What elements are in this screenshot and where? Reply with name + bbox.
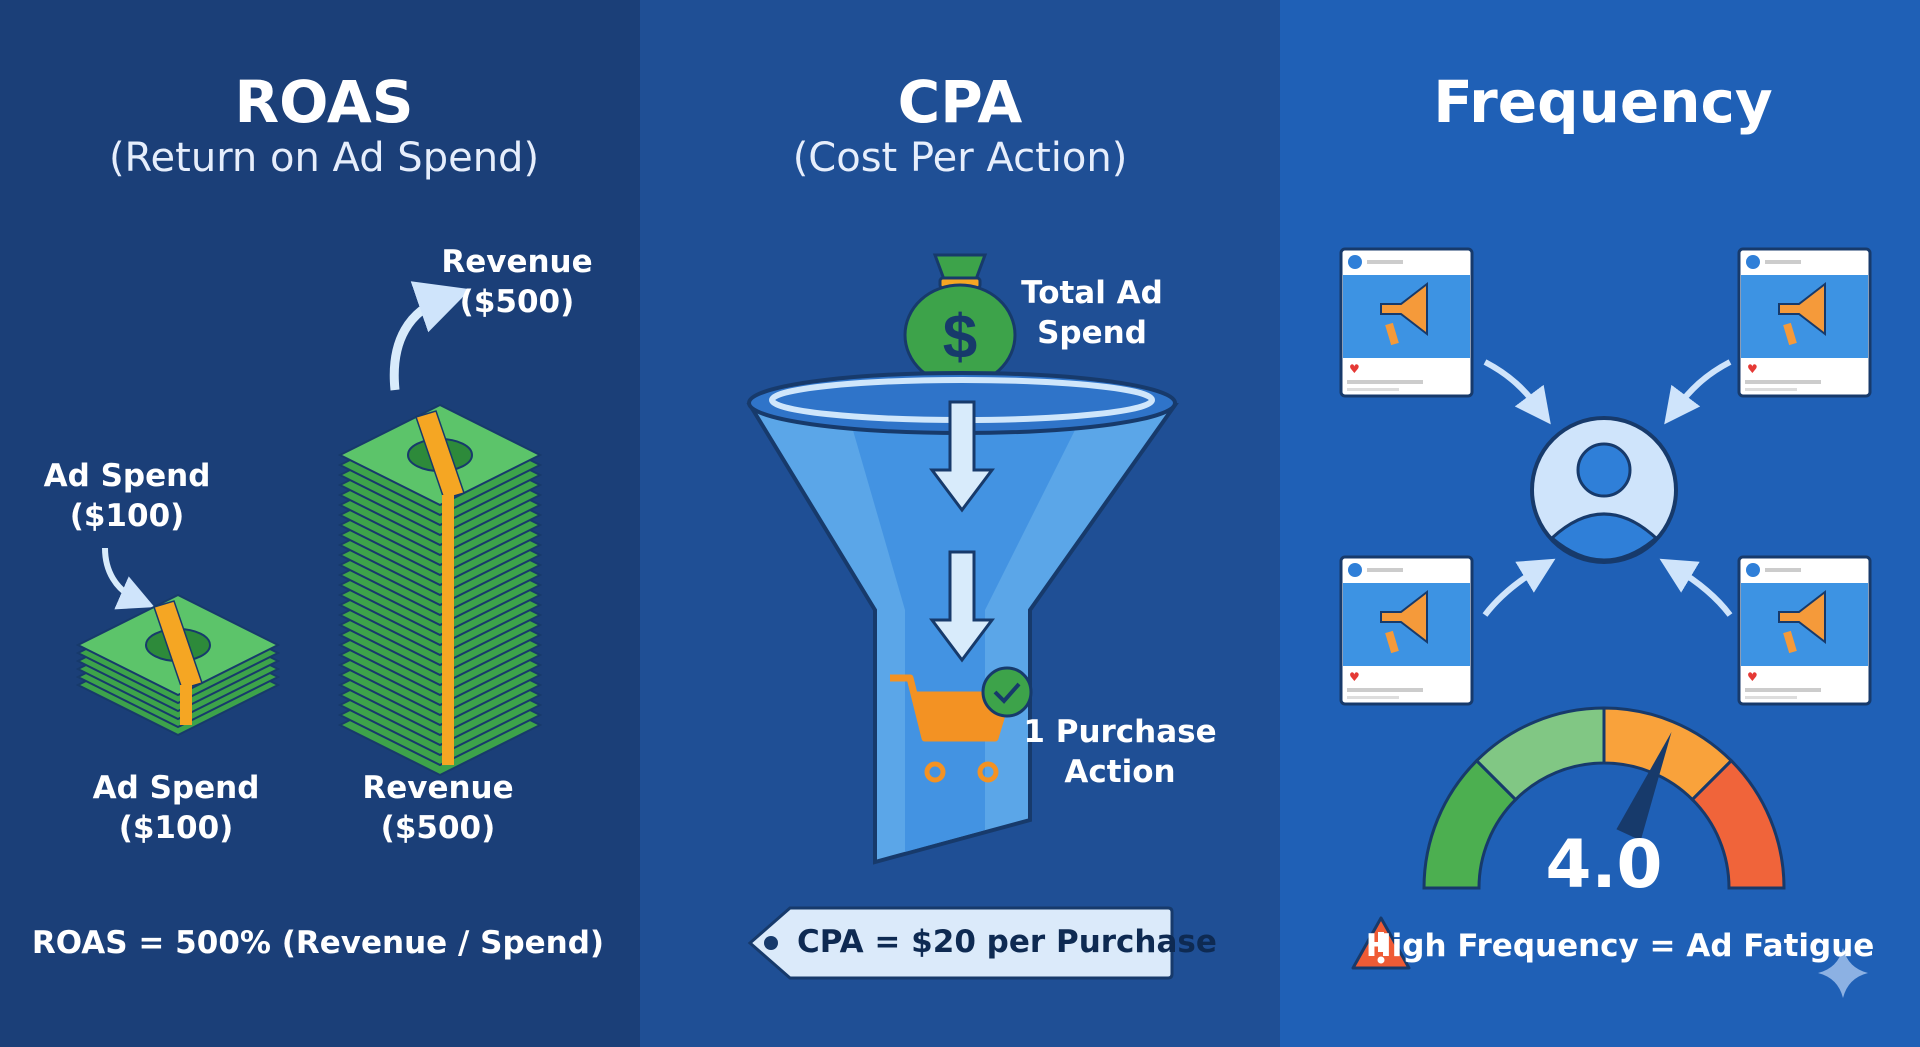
megaphone-handle (1385, 322, 1399, 346)
cpa-title: CPA (897, 68, 1023, 136)
revenue-callout-amount: ($500) (459, 284, 575, 320)
curved-arrow-icon (389, 281, 471, 391)
social-post-card: ♥ (1737, 555, 1872, 706)
cpa-subtitle: (Cost Per Action) (792, 135, 1128, 181)
curved-arrow-icon (102, 547, 155, 610)
warning-icon (1351, 916, 1411, 970)
adspend-callout: Ad Spend ($100) (44, 456, 211, 536)
roas-title: ROAS (234, 68, 414, 136)
revenue-callout-label: Revenue (441, 244, 593, 280)
adspend-label: Ad Spend ($100) (93, 768, 260, 848)
down-arrow-icon (929, 400, 995, 513)
money-band (415, 410, 465, 500)
post-caption-line (1745, 380, 1821, 384)
adspend-callout-label: Ad Spend (43, 458, 211, 494)
money-bag-icon: $ (903, 253, 1017, 387)
heart-icon: ♥ (1349, 362, 1360, 376)
money-band-side (180, 685, 192, 725)
price-tag-shape (747, 906, 1174, 980)
adspend-callout-amount: ($100) (69, 498, 185, 534)
adspend-label-text: Ad Spend (92, 770, 260, 806)
svg-text:$: $ (943, 303, 977, 372)
revenue-label: Revenue ($500) (362, 768, 513, 848)
post-header-line (1765, 260, 1801, 264)
post-header-line (1367, 260, 1403, 264)
post-caption-line (1745, 696, 1797, 699)
revenue-label-text: Revenue (362, 770, 514, 806)
gauge-segment (1690, 758, 1786, 890)
megaphone-handle (1385, 630, 1399, 654)
megaphone-icon (1380, 281, 1428, 337)
revenue-label-amount: ($500) (380, 810, 496, 846)
tag-hole-icon (764, 936, 778, 950)
post-caption-line (1745, 388, 1797, 391)
frequency-warning: High Frequency = Ad Fatigue (1365, 928, 1875, 964)
money-band (153, 600, 203, 690)
purchase-action-line2: Action (1064, 754, 1176, 790)
roas-formula: ROAS = 500% (Revenue / Spend) (31, 925, 605, 961)
post-header-line (1765, 568, 1801, 572)
heart-icon: ♥ (1349, 670, 1360, 684)
social-post-card: ♥ (1339, 247, 1474, 398)
revenue-callout: Revenue ($500) (441, 242, 592, 322)
social-post-card: ♥ (1339, 555, 1474, 706)
post-caption-line (1347, 696, 1399, 699)
money-stack-small-icon (75, 593, 281, 737)
post-avatar-icon (1746, 563, 1760, 577)
roas-subtitle: (Return on Ad Spend) (108, 135, 540, 181)
frequency-title: Frequency (1433, 68, 1773, 136)
post-caption-line (1347, 388, 1399, 391)
post-avatar-icon (1348, 255, 1362, 269)
money-band-side (442, 495, 454, 765)
post-caption-line (1347, 380, 1423, 384)
megaphone-icon (1778, 281, 1826, 337)
social-post-card: ♥ (1737, 247, 1872, 398)
total-ad-spend-line2: Spend (1037, 315, 1147, 351)
adspend-label-amount: ($100) (118, 810, 234, 846)
megaphone-icon (1778, 589, 1826, 645)
megaphone-handle (1783, 322, 1797, 346)
purchase-action-line1: 1 Purchase (1023, 714, 1217, 750)
sparkle-icon (1818, 948, 1868, 998)
money-stack-large-icon (337, 403, 543, 777)
heart-icon: ♥ (1747, 670, 1758, 684)
arrow-icon (1482, 359, 1733, 617)
post-avatar-icon (1348, 563, 1362, 577)
frequency-gauge (1422, 706, 1786, 890)
frequency-value: 4.0 (1545, 826, 1663, 903)
check-circle-icon (981, 666, 1033, 718)
post-caption-line (1745, 688, 1821, 692)
heart-icon: ♥ (1747, 362, 1758, 376)
total-ad-spend-label: Total Ad Spend (1021, 273, 1163, 353)
post-header-line (1367, 568, 1403, 572)
user-avatar-icon (1530, 416, 1678, 564)
post-caption-line (1347, 688, 1423, 692)
cpa-badge-text: CPA = $20 per Purchase (797, 924, 1217, 960)
megaphone-handle (1783, 630, 1797, 654)
gauge-needle (1616, 731, 1672, 841)
megaphone-icon (1380, 589, 1428, 645)
post-avatar-icon (1746, 255, 1760, 269)
total-ad-spend-line1: Total Ad (1021, 275, 1163, 311)
down-arrow-icon (929, 550, 995, 663)
